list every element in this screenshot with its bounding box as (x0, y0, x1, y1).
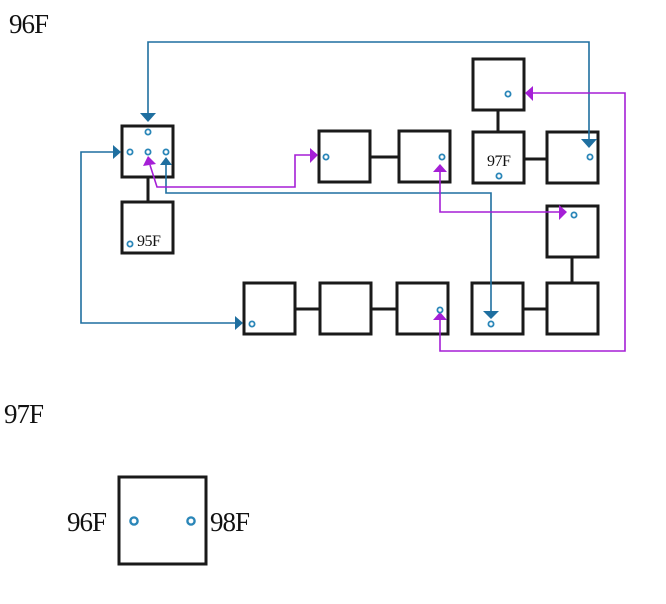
port-icon (504, 90, 512, 98)
port-icon (438, 153, 446, 161)
purple-wire-e-to-l (439, 92, 626, 352)
purple-arrow-up-d (433, 164, 447, 172)
purple-wire-d-to-h (439, 172, 560, 213)
legend-port-right-icon (186, 516, 196, 526)
purple-arrow-right-h (559, 205, 567, 220)
floor-label-97f: 97F (4, 399, 44, 429)
blue-wire-left-loop (80, 151, 236, 324)
blue-arrow-up-hub (160, 157, 172, 165)
box-i[interactable] (545, 281, 600, 336)
box-m[interactable] (470, 281, 525, 336)
blue-wires (80, 41, 597, 330)
port-icon (495, 172, 503, 180)
blue-wire-top-loop (147, 41, 590, 140)
purple-arrow-right-c (310, 148, 318, 163)
box-e[interactable] (471, 57, 526, 112)
port-icon (436, 306, 444, 314)
port-icon (144, 148, 152, 156)
blue-arrow-down-g (581, 139, 597, 148)
port-icon (586, 153, 594, 161)
purple-arrow-up-l (433, 312, 447, 320)
floor-label-96f: 96F (9, 9, 49, 39)
blue-wire-hub-to-m (165, 165, 492, 311)
port-icon (322, 153, 330, 161)
blue-arrow-right-hub (113, 145, 121, 159)
box-label-95f: 95F (137, 233, 161, 250)
box-h[interactable] (545, 204, 600, 259)
blue-arrow-right-j (235, 316, 243, 330)
blue-arrow-down-hub (140, 113, 156, 122)
purple-arrow-up-hub (143, 156, 156, 166)
legend-label-96f: 96F (67, 507, 107, 537)
purple-wires (143, 86, 626, 352)
box-c[interactable] (317, 129, 372, 184)
box-connectors (146, 110, 574, 311)
port-icon (126, 240, 134, 248)
legend-label-98f: 98F (210, 507, 250, 537)
purple-arrow-left-e (525, 86, 533, 101)
box-k[interactable] (318, 281, 373, 336)
blue-arrow-down-m (483, 311, 499, 319)
port-icon (162, 148, 170, 156)
boxes (120, 57, 600, 336)
port-icon (487, 320, 495, 328)
port-icon (144, 128, 152, 136)
legend-port-left-icon (129, 516, 139, 526)
box-label-97f: 97F (487, 153, 511, 170)
port-icon (248, 320, 256, 328)
ports (126, 90, 594, 328)
port-icon (570, 211, 578, 219)
port-icon (126, 148, 134, 156)
purple-wire-hub-to-c (149, 154, 311, 188)
